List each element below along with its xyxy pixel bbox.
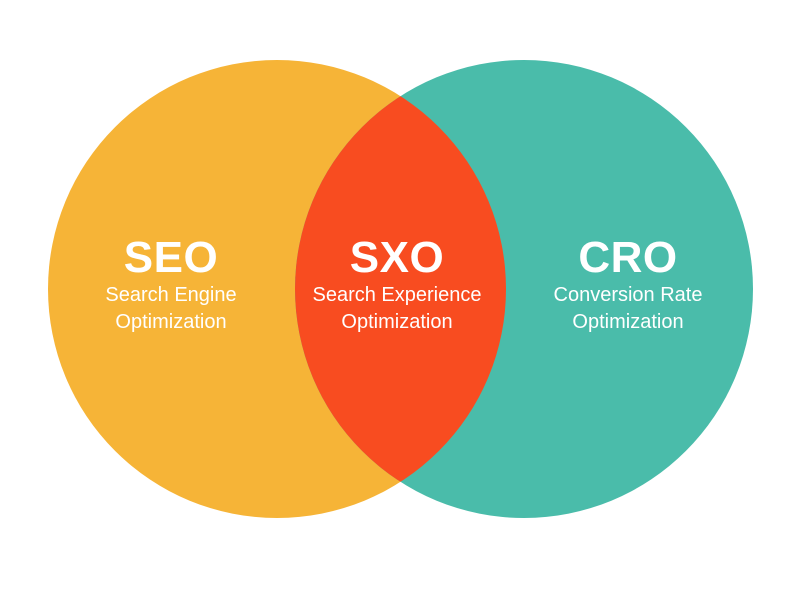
sxo-overlap-lens	[295, 60, 506, 518]
